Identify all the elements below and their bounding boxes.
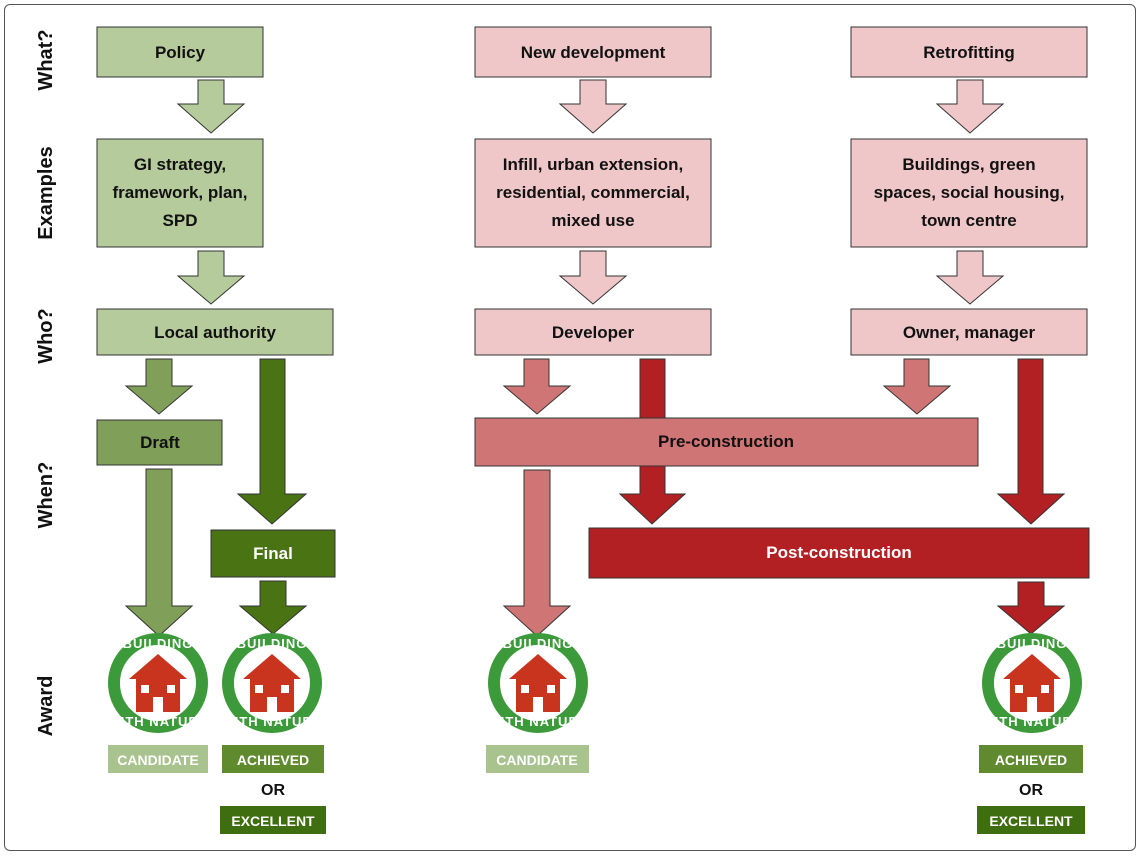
badge-candidate-newdev: CANDIDATE [496, 752, 577, 768]
newdev-examples-line-1: Infill, urban extension, [503, 155, 683, 174]
retro-arrow-who-pre [882, 358, 952, 415]
newdev-who-label: Developer [552, 323, 635, 342]
retro-arrow-who-post [996, 358, 1066, 525]
policy-final-label: Final [253, 544, 293, 563]
newdev-examples-line-2: residential, commercial, [496, 183, 690, 202]
retro-examples-line-2: spaces, social housing, [874, 183, 1065, 202]
or-label-policy: OR [261, 782, 285, 799]
retro-examples-box [850, 138, 1088, 248]
svg-text:WITH NATURE: WITH NATURE [981, 714, 1082, 729]
svg-text:WITH NATURE: WITH NATURE [107, 714, 208, 729]
retro-what-box [850, 26, 1088, 78]
badge-excellent-policy-bg [220, 806, 326, 834]
policy-draft-label: Draft [140, 433, 180, 452]
policy-arrow-draft-award [124, 468, 194, 637]
policy-examples-line-3: SPD [163, 211, 198, 230]
newdev-who-box [474, 308, 712, 356]
badge-achieved-policy: ACHIEVED [237, 752, 309, 768]
svg-text:WITH NATURE: WITH NATURE [487, 714, 588, 729]
retro-who-label: Owner, manager [903, 323, 1036, 342]
pre-arrow-to-award [502, 469, 572, 637]
policy-arrow-examples-who [176, 250, 246, 305]
policy-what-box [96, 26, 264, 78]
badge-excellent-policy: EXCELLENT [231, 813, 315, 829]
badge-achieved-policy-bg [222, 745, 324, 773]
policy-examples-line-1: GI strategy, [134, 155, 226, 174]
retro-examples-line-1: Buildings, green [902, 155, 1035, 174]
or-label-retro: OR [1019, 782, 1043, 799]
policy-draft-box [96, 419, 223, 466]
row-label-when: When? [35, 462, 57, 529]
policy-examples-box [96, 138, 264, 248]
newdev-arrow-what-examples [558, 79, 628, 134]
retro-examples-line-3: town centre [921, 211, 1016, 230]
badge-achieved-retro: ACHIEVED [995, 752, 1067, 768]
newdev-what-label: New development [521, 43, 666, 62]
badge-achieved-retro-bg [979, 745, 1083, 773]
policy-arrow-who-draft [124, 358, 194, 415]
retro-arrow-examples-who [935, 250, 1005, 305]
row-label-who: Who? [35, 308, 57, 364]
diagram-frame [4, 4, 1136, 851]
pre-construction-label: Pre-construction [658, 432, 794, 451]
policy-arrow-who-final [236, 358, 308, 525]
post-construction-label: Post-construction [766, 543, 911, 562]
newdev-examples-box [474, 138, 712, 248]
badge-excellent-retro-bg [977, 806, 1085, 834]
newdev-what-box [474, 26, 712, 78]
bwn-logo: BUILDING WITH NATURE [981, 633, 1082, 733]
policy-who-label: Local authority [154, 323, 276, 342]
badge-candidate-newdev-bg [486, 745, 589, 773]
row-label-examples: Examples [35, 146, 57, 239]
newdev-arrow-examples-who [558, 250, 628, 305]
policy-final-box [210, 529, 336, 578]
newdev-examples-line-3: mixed use [551, 211, 634, 230]
bwn-logo: BUILDING WITH NATURE [487, 633, 588, 733]
badge-excellent-retro: EXCELLENT [989, 813, 1073, 829]
pre-construction-box [474, 417, 979, 467]
row-label-what: What? [35, 29, 57, 90]
post-construction-box [588, 527, 1090, 579]
newdev-arrow-who-pre [502, 358, 572, 415]
post-arrow-to-award [996, 581, 1066, 635]
policy-what-label: Policy [155, 43, 206, 62]
retro-who-box [850, 308, 1088, 356]
bwn-logo: BUILDING WITH NATURE [107, 633, 208, 733]
svg-text:BUILDING: BUILDING [997, 636, 1068, 651]
badge-candidate-policy-bg [108, 745, 208, 773]
bwn-logo: BUILDING WITH NATURE [221, 633, 322, 733]
svg-text:BUILDING: BUILDING [237, 636, 308, 651]
policy-arrow-final-award [238, 580, 308, 635]
policy-arrow-what-examples [176, 79, 246, 134]
badge-candidate-policy: CANDIDATE [117, 752, 198, 768]
svg-text:BUILDING: BUILDING [503, 636, 574, 651]
svg-text:WITH NATURE: WITH NATURE [221, 714, 322, 729]
policy-examples-line-2: framework, plan, [112, 183, 247, 202]
svg-text:BUILDING: BUILDING [123, 636, 194, 651]
retro-arrow-what-examples [935, 79, 1005, 134]
retro-what-label: Retrofitting [923, 43, 1015, 62]
row-label-award: Award [35, 676, 57, 737]
policy-who-box [96, 308, 334, 356]
